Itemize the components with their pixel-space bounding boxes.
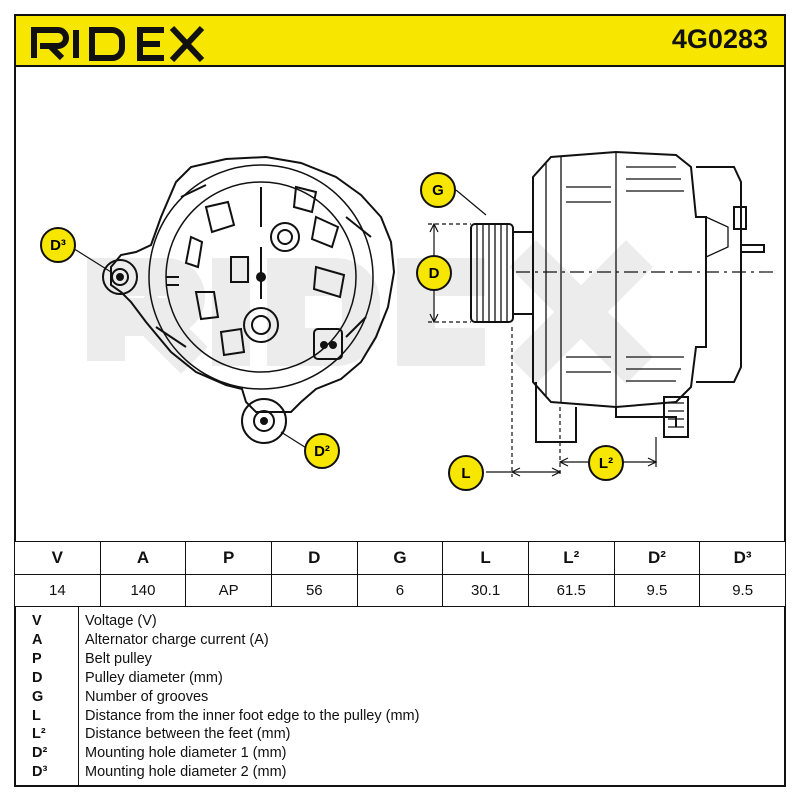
part-number: 4G0283 xyxy=(671,24,768,54)
legend-symbol: L² xyxy=(32,726,46,743)
badge-l: L xyxy=(448,455,484,491)
legend-row: D Pulley diameter (mm) xyxy=(16,669,784,688)
spec-header-cell: P xyxy=(185,541,272,575)
spec-value-cell: 61.5 xyxy=(527,574,615,607)
legend-symbol: D² xyxy=(32,745,48,762)
spec-header-cell: D³ xyxy=(699,541,786,575)
spec-header-row: V A P D G L L² D² D³ xyxy=(14,541,786,575)
legend-description: Distance between the feet (mm) xyxy=(85,726,291,743)
legend-row: D² Mounting hole diameter 1 (mm) xyxy=(16,744,784,763)
label-d3: D³ xyxy=(50,237,66,254)
spec-value-cell: 9.5 xyxy=(699,574,786,607)
legend-row: V Voltage (V) xyxy=(16,612,784,631)
label-g: G xyxy=(432,182,444,199)
legend-symbol: V xyxy=(32,613,42,630)
legend-symbol: G xyxy=(32,689,44,706)
badge-d2: D² xyxy=(304,433,340,469)
legend: V Voltage (V) A Alternator charge curren… xyxy=(14,607,786,787)
dimension-lines xyxy=(67,189,658,477)
label-d: D xyxy=(429,265,440,282)
spec-value-cell: 9.5 xyxy=(613,574,701,607)
legend-description: Belt pulley xyxy=(85,651,152,668)
legend-row: D³ Mounting hole diameter 2 (mm) xyxy=(16,763,784,782)
legend-row: L Distance from the inner foot edge to t… xyxy=(16,707,784,726)
alternator-side-view xyxy=(470,150,776,443)
spec-header-cell: A xyxy=(99,541,187,575)
legend-description: Pulley diameter (mm) xyxy=(85,670,223,687)
badge-d3: D³ xyxy=(40,227,76,263)
legend-description: Mounting hole diameter 2 (mm) xyxy=(85,764,287,781)
label-d2: D² xyxy=(314,443,330,460)
legend-symbol: D xyxy=(32,670,43,687)
legend-description: Alternator charge current (A) xyxy=(85,632,269,649)
label-l2: L² xyxy=(599,455,613,472)
ridex-watermark xyxy=(87,240,653,384)
header-bar: 4G0283 xyxy=(14,14,786,67)
spec-value-row: 14 140 AP 56 6 30.1 61.5 9.5 9.5 xyxy=(14,574,786,607)
legend-description: Mounting hole diameter 1 (mm) xyxy=(85,745,287,762)
legend-divider xyxy=(78,607,79,785)
spec-table: V A P D G L L² D² D³ 14 140 AP 56 6 30.1… xyxy=(14,541,786,607)
legend-symbol: P xyxy=(32,651,42,668)
spec-value-cell: 140 xyxy=(99,574,187,607)
spec-header-cell: D² xyxy=(613,541,701,575)
alternator-front-view xyxy=(102,155,396,444)
spec-header-cell: D xyxy=(270,541,358,575)
spec-header-cell: G xyxy=(356,541,444,575)
technical-drawing-frame: D³ D² G D L L² xyxy=(14,67,786,541)
spec-header-cell: V xyxy=(14,541,101,575)
legend-row: A Alternator charge current (A) xyxy=(16,631,784,650)
ridex-logo xyxy=(31,25,205,62)
legend-row: G Number of grooves xyxy=(16,688,784,707)
label-l: L xyxy=(461,465,470,482)
legend-symbol: A xyxy=(32,632,43,649)
spec-value-cell: 30.1 xyxy=(442,574,529,607)
alternator-drawing: D³ D² G D L L² xyxy=(40,150,776,491)
legend-description: Number of grooves xyxy=(85,689,209,706)
spec-header-cell: L xyxy=(442,541,529,575)
badge-l2: L² xyxy=(588,445,624,481)
legend-row: L² Distance between the feet (mm) xyxy=(16,725,784,744)
badge-d: D xyxy=(416,255,452,291)
spec-header-cell: L² xyxy=(527,541,615,575)
legend-description: Distance from the inner foot edge to the… xyxy=(85,708,420,725)
legend-description: Voltage (V) xyxy=(85,613,157,630)
legend-symbol: D³ xyxy=(32,764,48,781)
legend-symbol: L xyxy=(32,708,41,725)
spec-value-cell: 14 xyxy=(14,574,101,607)
legend-row: P Belt pulley xyxy=(16,650,784,669)
spec-value-cell: AP xyxy=(185,574,272,607)
spec-value-cell: 56 xyxy=(270,574,358,607)
spec-value-cell: 6 xyxy=(356,574,444,607)
badge-g: G xyxy=(420,172,456,208)
